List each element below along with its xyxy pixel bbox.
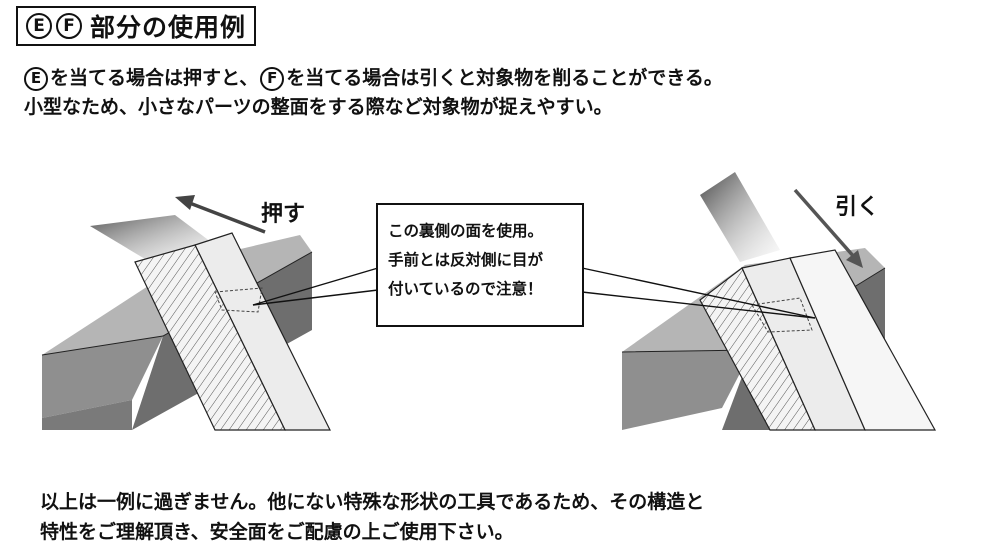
badge-f: F: [56, 13, 82, 39]
intro-line-1: E を当てる場合は押すと、 F を当てる場合は引くと対象物を削ることができる。: [24, 64, 723, 93]
callout-line-1: この裏側の面を使用。: [388, 222, 544, 240]
push-label: 押す: [261, 202, 306, 227]
callout-line-2: 手前とは反対側に目が: [388, 251, 544, 269]
right-motion-shadow: [700, 172, 780, 262]
usage-diagram: [41, 172, 937, 431]
push-arrow-icon: [175, 195, 266, 234]
footer-line-2: 特性をご理解頂き、安全面をご配慮の上ご使用下さい。: [40, 521, 514, 543]
intro-line-2: 小型なため、小さなパーツの整面をする際など対象物が捉えやすい。: [24, 96, 613, 118]
badge-e: E: [26, 13, 52, 39]
callout-pointer: [252, 267, 816, 319]
pull-arrow-icon: [793, 188, 863, 268]
left-tool: [134, 232, 331, 431]
footer-line-1: 以上は一例に過ぎません。他にない特殊な形状の工具であるため、その構造と: [40, 491, 705, 513]
intro-part-1: を当てる場合は押すと、: [50, 67, 259, 89]
callout-box: この裏側の面を使用。 手前とは反対側に目が 付いているので注意！: [376, 203, 584, 327]
intro-part-2: を当てる場合は引くと対象物を削ることができる。: [286, 67, 723, 89]
intro-badge-f: F: [260, 66, 285, 91]
pull-label: 引く: [835, 195, 880, 220]
intro-text: E を当てる場合は押すと、 F を当てる場合は引くと対象物を削ることができる。 …: [24, 64, 723, 122]
footer-note: 以上は一例に過ぎません。他にない特殊な形状の工具であるため、その構造と 特性をご…: [40, 487, 704, 547]
page-title: E F 部分の使用例: [16, 6, 257, 46]
intro-badge-e: E: [24, 66, 48, 91]
title-text: 部分の使用例: [90, 13, 247, 42]
callout-line-3: 付いているので注意！: [388, 280, 543, 298]
